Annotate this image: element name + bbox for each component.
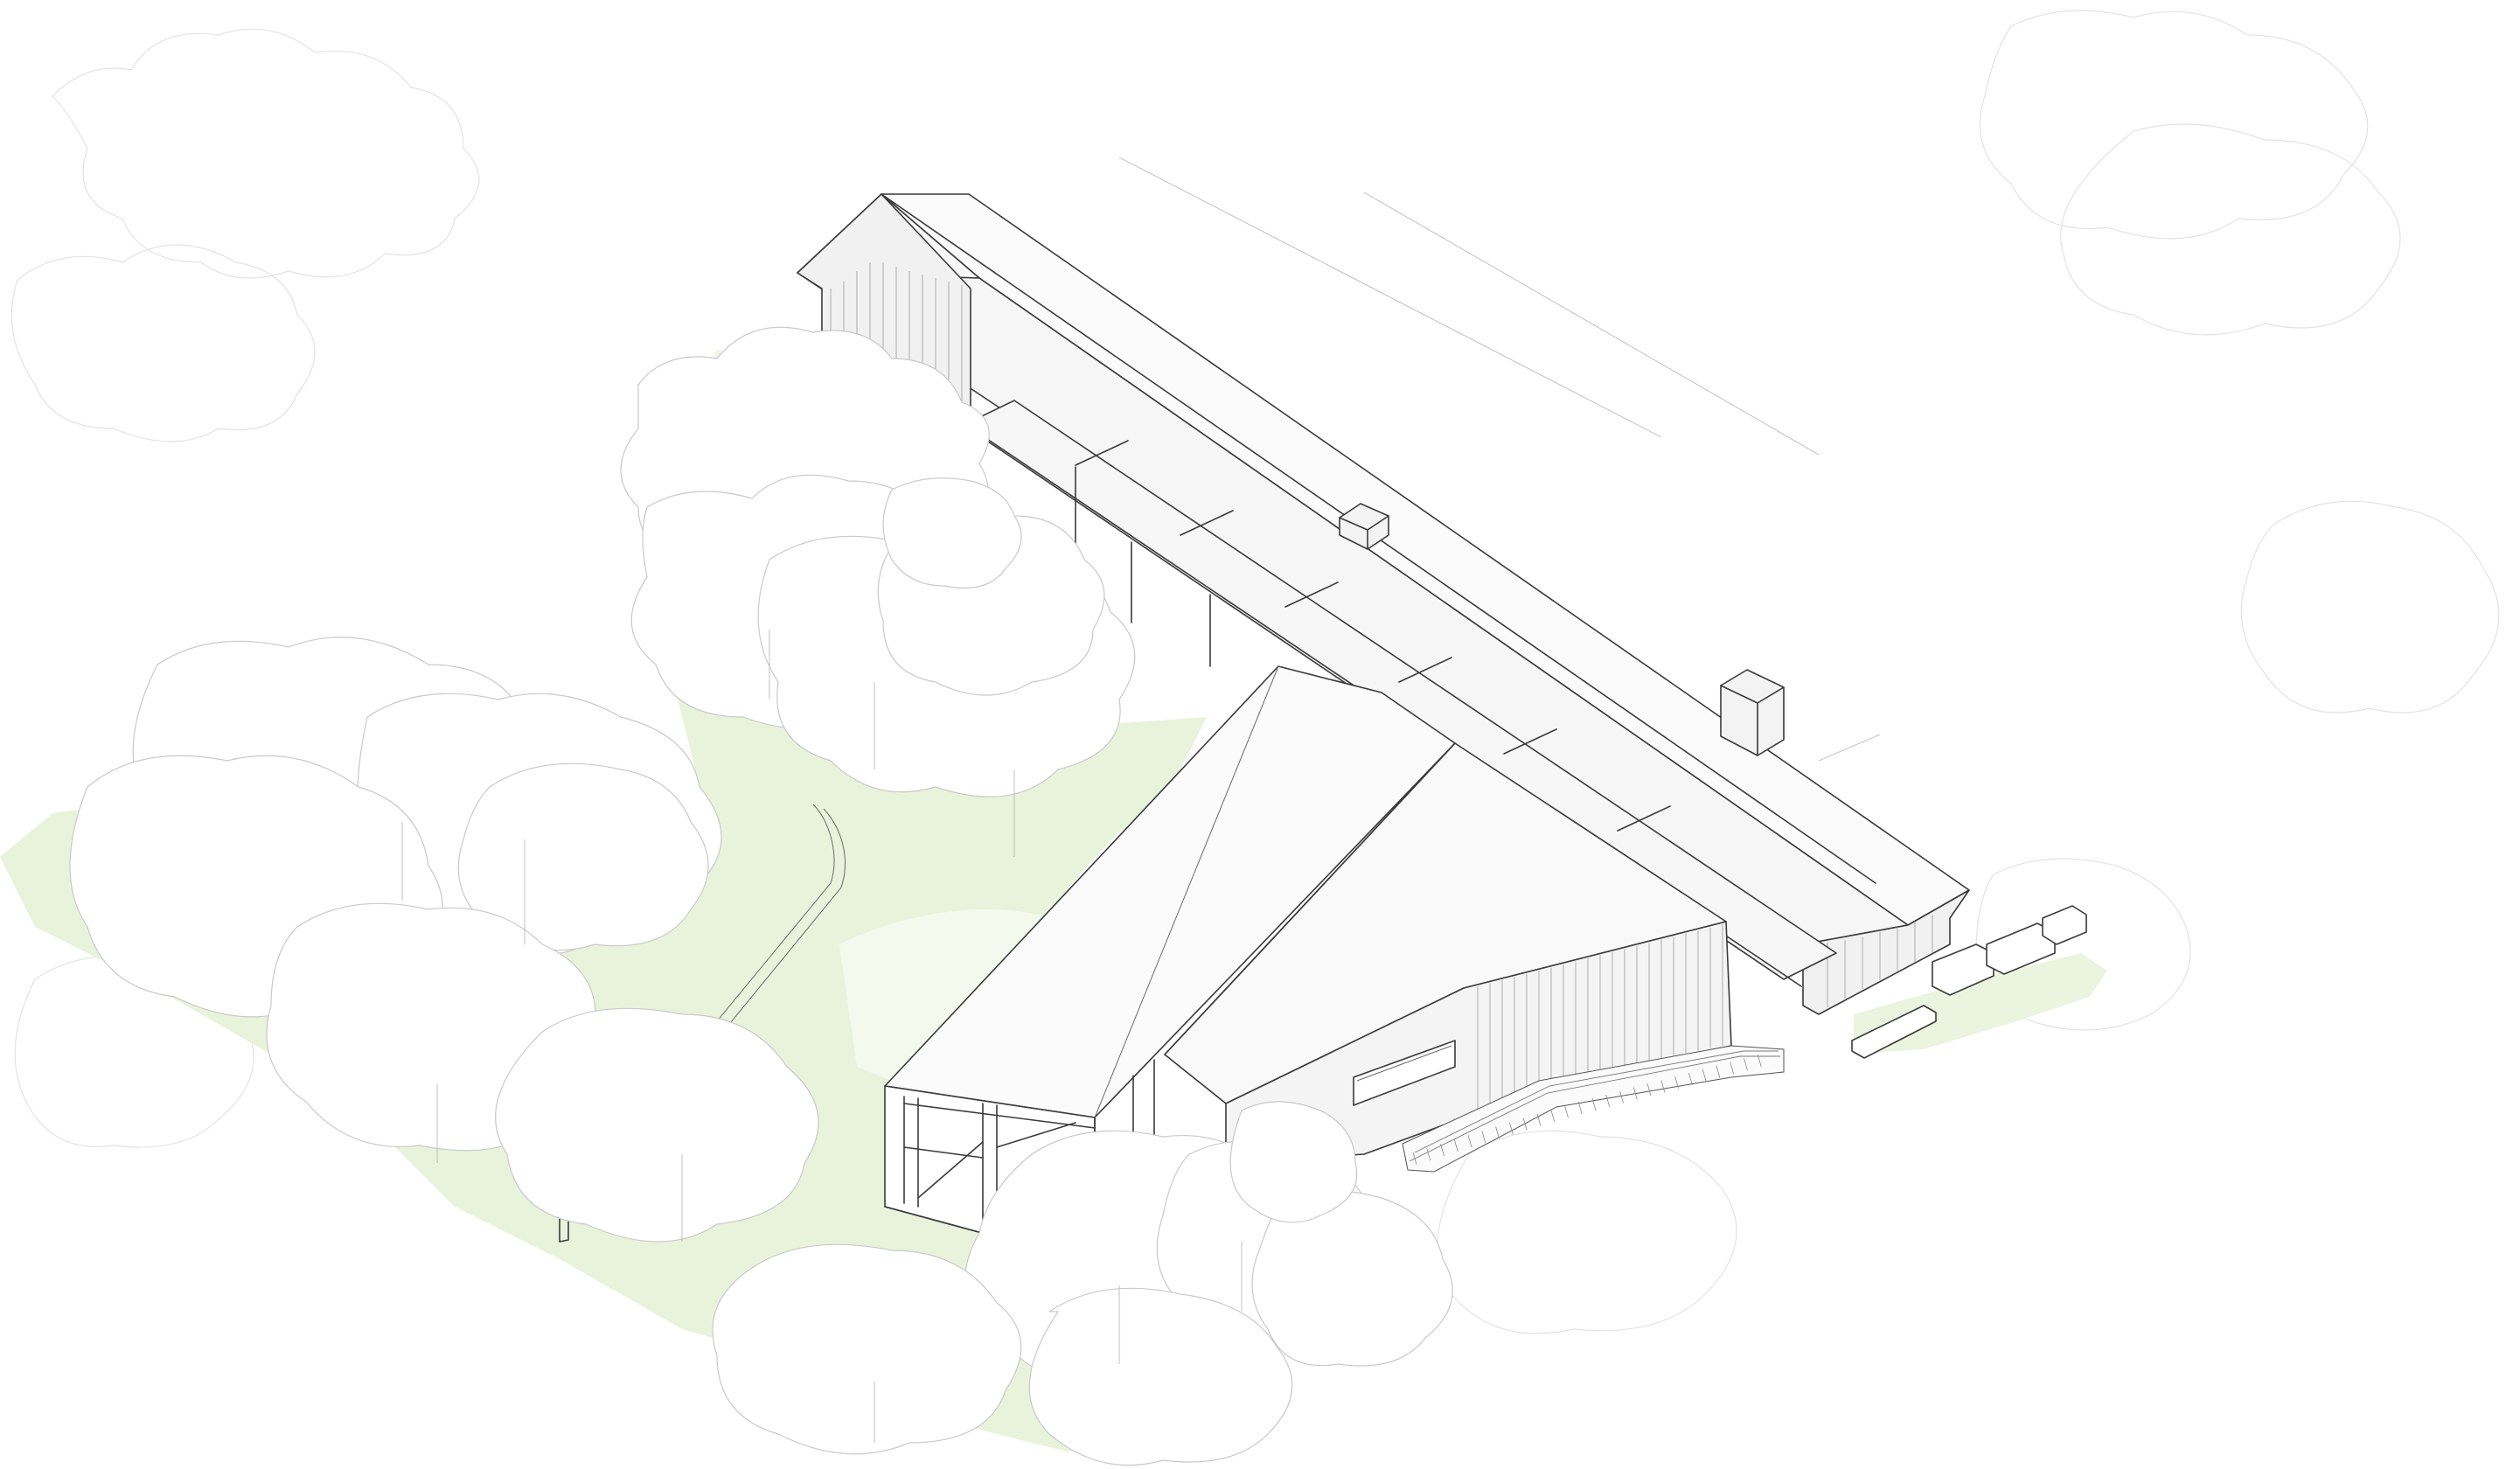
background-canopy [10,244,316,442]
ground-line [1818,734,1881,762]
stone-joint [1509,1122,1514,1135]
side-wall-cladding [1477,924,1723,1111]
chimney-large-top [1720,685,1785,756]
stone-joint [1716,1065,1721,1078]
stone-joint [1577,1102,1583,1115]
tree-canopy [712,1243,1022,1455]
stone-joint [1495,1126,1500,1139]
planter-block [1986,922,2056,975]
front-wing-roof-left [884,665,1456,1118]
foreground-trees [69,326,1453,1466]
garden-path-edge [718,808,846,1038]
chimney-large [1720,669,1785,756]
long-barn-end-wall [1802,889,1970,1015]
end-wall-cladding [1827,915,1933,1007]
background-canopy [1437,1130,1737,1334]
background-canopy [52,28,480,279]
stone-joint [1536,1113,1542,1126]
stone-joint [1702,1069,1707,1082]
background-canopy [2240,500,2500,714]
tree-canopy [1251,1190,1453,1367]
stone-joint [1744,1058,1748,1071]
chimney-small [1339,503,1389,550]
planter-block [1932,943,1994,996]
garden-path [707,804,835,1033]
stone-joint [1619,1090,1624,1103]
front-wing [884,665,1732,1243]
stone-joint [1591,1097,1597,1111]
stone-joint [1481,1131,1486,1144]
front-wing-window-sill [1356,1045,1452,1082]
stone-wall-courses [1409,1050,1780,1166]
ground-line [1118,157,1662,438]
stone-joint [1453,1139,1458,1152]
stone-joint [1660,1080,1666,1093]
stone-joint [1564,1105,1569,1118]
tree-canopy [882,477,1022,589]
stone-joint [1550,1109,1556,1122]
stone-joint [1522,1117,1528,1131]
background-canopy [1979,10,2369,240]
front-wing-ridge [1164,742,1456,1055]
gable-frame [884,1096,1096,1243]
stone-joint [1440,1144,1444,1157]
stone-joint [1467,1135,1472,1148]
stone-joint [1674,1076,1679,1090]
stone-joint [1412,1152,1417,1166]
stone-wall [1402,1045,1785,1173]
planters [1851,905,2087,1059]
tree-canopy [1229,1101,1358,1223]
stone-joint [1688,1072,1693,1086]
planter-block [2042,905,2087,945]
stone-course [1414,1050,1779,1153]
chimney-small-top [1339,515,1389,550]
ground-line [1363,191,1820,456]
front-wing-window [1353,1040,1456,1106]
tree-trunks [401,630,1243,1443]
background-canopy [2060,123,2401,336]
front-wing-diagonal [1094,665,1279,1118]
stone-joint [1632,1087,1638,1100]
stone-joint [1646,1083,1652,1097]
stone-wall-top [1402,1045,1785,1173]
stone-joint [1426,1147,1431,1161]
pergola-beams [1075,440,1671,832]
stone-joint [1605,1094,1611,1107]
stone-joint [1757,1055,1762,1068]
tree-canopy [495,1007,819,1243]
tree-canopy [457,762,709,951]
tree-canopy [1028,1287,1293,1466]
stone-course [1409,1055,1780,1162]
planter-long [1851,1005,1937,1059]
stone-joint [1730,1062,1735,1075]
